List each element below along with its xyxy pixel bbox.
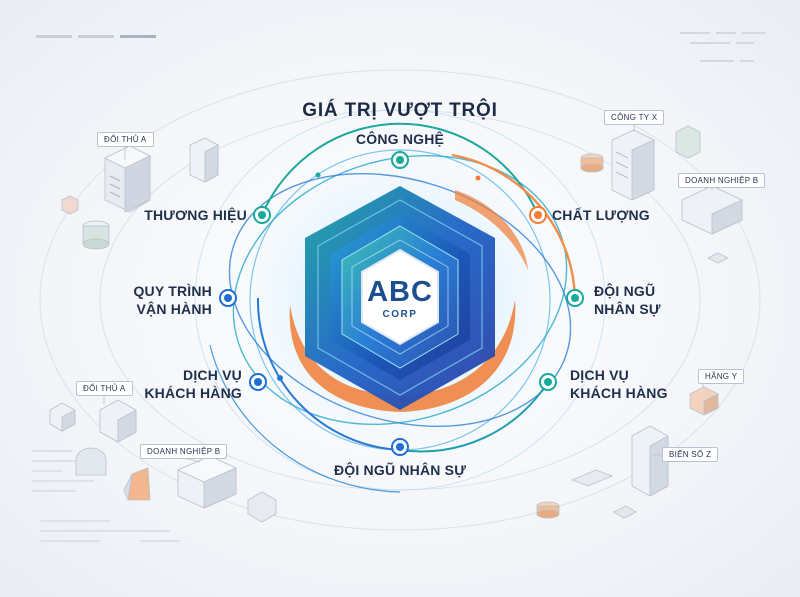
tag-cong-ty-x: CÔNG TY X <box>604 110 665 125</box>
label-dich-vu-left-line-1: DỊCH VỤ <box>183 367 242 383</box>
orange-swoosh <box>289 300 516 412</box>
node-cong-nghe <box>391 151 409 169</box>
node-doi-ngu-bottom <box>391 438 409 456</box>
core-hexagon <box>305 186 495 410</box>
label-dich-vu-left-line-2: KHÁCH HÀNG <box>144 385 242 401</box>
orbit-rings <box>194 109 606 493</box>
label-quy-trinh-van-hanh: QUY TRÌNH VẬN HÀNH <box>133 282 212 318</box>
tag-doi-thu-a-bottom: ĐỐI THỦ A <box>76 381 133 396</box>
tag-doi-thu-a-top: ĐỐI THỦ A <box>97 132 154 147</box>
node-doi-ngu-right <box>566 289 584 307</box>
decorative-bars <box>36 35 156 38</box>
orbit-nodes <box>219 151 584 456</box>
blocks-right <box>536 125 743 519</box>
orange-swoosh-top <box>455 190 528 270</box>
label-doi-ngu-nhan-su-right: ĐỘI NGŨ NHÂN SỰ <box>594 282 661 318</box>
label-doi-ngu-right-line-2: NHÂN SỰ <box>594 301 661 317</box>
label-chat-luong: CHẤT LƯỢNG <box>552 207 650 223</box>
label-quy-trinh-line-1: QUY TRÌNH <box>133 283 212 299</box>
label-dich-vu-khach-hang-right: DỊCH VỤ KHÁCH HÀNG <box>570 366 668 402</box>
decorative-code-lines-bottom <box>32 450 180 542</box>
node-thuong-hieu <box>253 206 271 224</box>
logo-abc-text: ABC <box>367 276 433 308</box>
tag-hang-y: HÃNG Y <box>698 369 745 384</box>
label-doi-ngu-nhan-su-bottom: ĐỘI NGŨ NHÂN SỰ <box>333 462 467 478</box>
decorative-code-lines <box>680 32 766 62</box>
label-quy-trinh-line-2: VẬN HÀNH <box>136 301 212 317</box>
logo-corp-text: CORP <box>382 309 418 320</box>
label-cong-nghe: CÔNG NGHỆ <box>355 131 445 147</box>
tag-doanh-nghiep-b-right: DOANH NGHIỆP B <box>678 173 766 188</box>
label-dich-vu-khach-hang-left: DỊCH VỤ KHÁCH HÀNG <box>144 366 242 402</box>
label-thuong-hieu: THƯƠNG HIỆU <box>144 207 247 223</box>
label-dich-vu-right-line-1: DỊCH VỤ <box>570 367 629 383</box>
diagram-title: GIÁ TRỊ VƯỢT TRỘI <box>302 100 498 121</box>
label-doi-ngu-right-line-1: ĐỘI NGŨ <box>594 283 656 299</box>
node-quy-trinh <box>219 289 237 307</box>
label-dich-vu-right-line-2: KHÁCH HÀNG <box>570 385 668 401</box>
blocks-left <box>49 137 277 523</box>
tag-doanh-nghiep-b-bottom: DOANH NGHIỆP B <box>140 444 228 459</box>
node-dich-vu-left <box>249 373 267 391</box>
node-chat-luong <box>529 206 547 224</box>
node-dich-vu-right <box>539 373 557 391</box>
tag-bien-so-z: BIẾN SỐ Z <box>662 447 719 462</box>
